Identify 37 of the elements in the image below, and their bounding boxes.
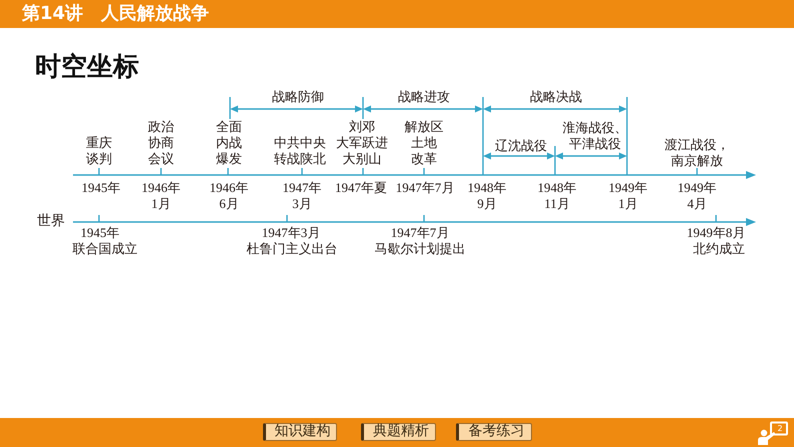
date-label: 1949年1月: [608, 180, 648, 212]
page-number: 2: [777, 424, 783, 433]
date-label: 1946年1月: [142, 180, 180, 212]
date-label: 1949年8月: [686, 225, 746, 241]
nav-button: 典题精析: [361, 423, 436, 441]
period-label: 战略决战: [530, 89, 582, 105]
row-label: 世界: [37, 214, 65, 230]
event-label: 北约成立: [693, 241, 745, 257]
date-label: 1947年3月: [262, 225, 320, 241]
date-label: 1945年: [80, 225, 120, 241]
date-label: 1947年7月: [396, 180, 454, 196]
nav-button: 备考练习: [456, 423, 532, 441]
event-label: 解放区土地改革: [404, 119, 444, 167]
date-label: 1947年夏: [335, 180, 387, 196]
date-label: 1948年11月: [538, 180, 576, 212]
event-label: 全面内战爆发: [216, 119, 242, 167]
date-label: 1946年6月: [210, 180, 248, 212]
date-label: 1947年3月: [282, 180, 322, 212]
event-label: 联合国成立: [72, 241, 138, 257]
event-label: 政治协商会议: [148, 119, 174, 167]
event-label: 渡江战役，南京解放: [664, 137, 730, 169]
event-label: 重庆谈判: [86, 135, 112, 167]
event-label: 淮海战役、平津战役: [562, 120, 628, 152]
event-label: 中共中央转战陕北: [274, 135, 326, 167]
period-label: 战略进攻: [398, 89, 450, 105]
period-label: 战略防御: [272, 89, 324, 105]
date-label: 1947年7月: [390, 225, 450, 241]
date-label: 1948年9月: [468, 180, 506, 212]
date-label: 1945年: [82, 180, 120, 196]
event-label: 刘邓大军跃进大别山: [336, 119, 388, 167]
event-label: 马歇尔计划提出: [374, 241, 466, 257]
header-title: 第14讲 人民解放战争: [22, 3, 210, 25]
nav-button: 知识建构: [263, 423, 337, 441]
section-title: 时空坐标: [35, 51, 139, 83]
event-label: 杜鲁门主义出台: [246, 241, 338, 257]
event-label: 辽沈战役: [495, 138, 547, 154]
date-label: 1949年4月: [678, 180, 716, 212]
